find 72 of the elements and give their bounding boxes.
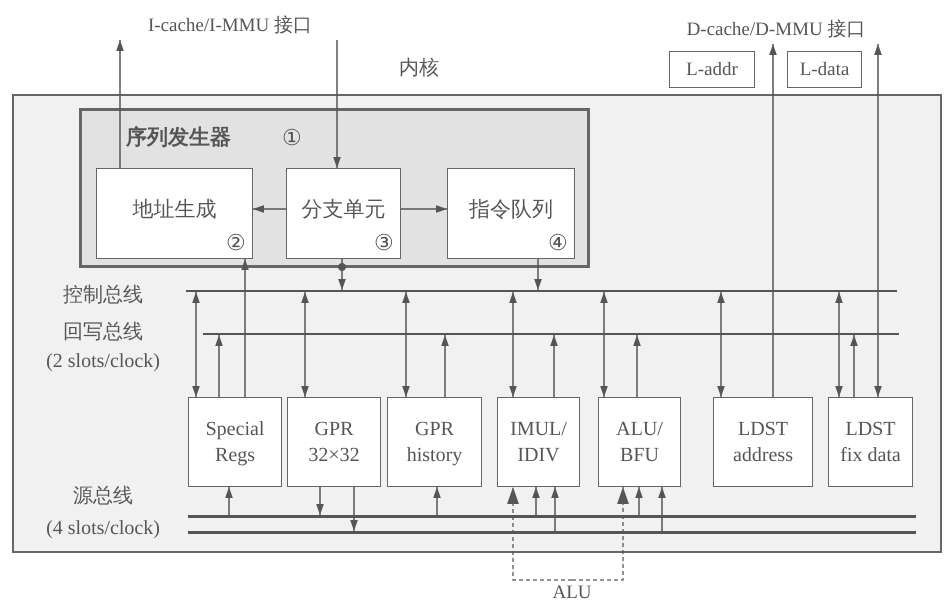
unit-box [447, 168, 575, 259]
bus-label: 控制总线 [62, 283, 144, 308]
circled-number: ① [282, 125, 302, 151]
arrow [441, 335, 449, 397]
unit-box [713, 397, 813, 487]
panel-title: 序列发生器 [126, 124, 231, 151]
circled-number: ② [226, 230, 246, 256]
unit-box [387, 397, 482, 487]
arrow [433, 487, 441, 515]
unit-label: 指令队列 [468, 196, 554, 223]
interface-label: ALU [546, 582, 598, 604]
arrow [550, 335, 558, 397]
unit-label: LDST address [732, 417, 794, 468]
unit-label: LDST fix data [839, 417, 902, 468]
arrow [532, 487, 540, 515]
bus-label: 源总线 [72, 484, 134, 509]
bus-line [186, 290, 897, 292]
arrow [301, 292, 309, 397]
arrow [572, 487, 629, 581]
unit-label: Special Regs [204, 417, 266, 468]
arrow [534, 259, 542, 290]
circled-number: ③ [374, 230, 394, 256]
arrow [633, 335, 641, 397]
unit-label: GPR 32×32 [307, 417, 361, 468]
sequencer-panel [79, 108, 590, 268]
arrow [116, 40, 124, 168]
arrow [215, 335, 223, 397]
arrow [769, 44, 777, 397]
arrow [333, 40, 341, 168]
unit-label: 分支单元 [300, 196, 386, 223]
interface-label: I-cache/I-MMU 接口 [112, 10, 348, 40]
unit-label: IMUL/ IDIV [509, 417, 568, 468]
arrow [658, 487, 666, 531]
bus-label: (2 slots/clock) [45, 350, 161, 373]
bus-line [203, 333, 899, 335]
unit-label: GPR history [406, 417, 464, 468]
arrow [253, 205, 286, 213]
interface-label: D-cache/D-MMU 接口 [650, 14, 902, 44]
arrow [401, 205, 447, 213]
unit-label: ALU/ BFU [615, 417, 664, 468]
arrow [551, 487, 559, 531]
core-title: 内核 [399, 56, 439, 81]
arrow [635, 487, 643, 515]
bus-line [188, 515, 916, 518]
arrow [850, 335, 858, 397]
unit-box [497, 397, 580, 487]
bus-label: 回写总线 [62, 320, 144, 345]
arrow [874, 44, 882, 397]
arrow [192, 292, 200, 397]
arrow [338, 259, 346, 290]
unit-label: 地址生成 [132, 196, 218, 223]
unit-box [286, 168, 401, 259]
arrow [509, 292, 517, 397]
unit-box [828, 397, 913, 487]
arrow [600, 292, 608, 397]
arrow [402, 292, 410, 397]
unit-box [287, 397, 381, 487]
unit-box [188, 397, 282, 487]
bus-label: (4 slots/clock) [45, 517, 161, 540]
signal-box: L-data [787, 51, 862, 88]
arrow [717, 292, 725, 397]
arrow [507, 487, 572, 581]
circled-number: ④ [548, 230, 568, 256]
arrow [241, 259, 249, 397]
arrow [316, 487, 324, 515]
unit-box [598, 397, 681, 487]
bus-line [188, 531, 916, 534]
signal-box: L-addr [669, 51, 755, 88]
arrow [835, 292, 843, 397]
arrow [350, 487, 358, 531]
unit-box [96, 168, 253, 259]
arrow [225, 487, 233, 515]
